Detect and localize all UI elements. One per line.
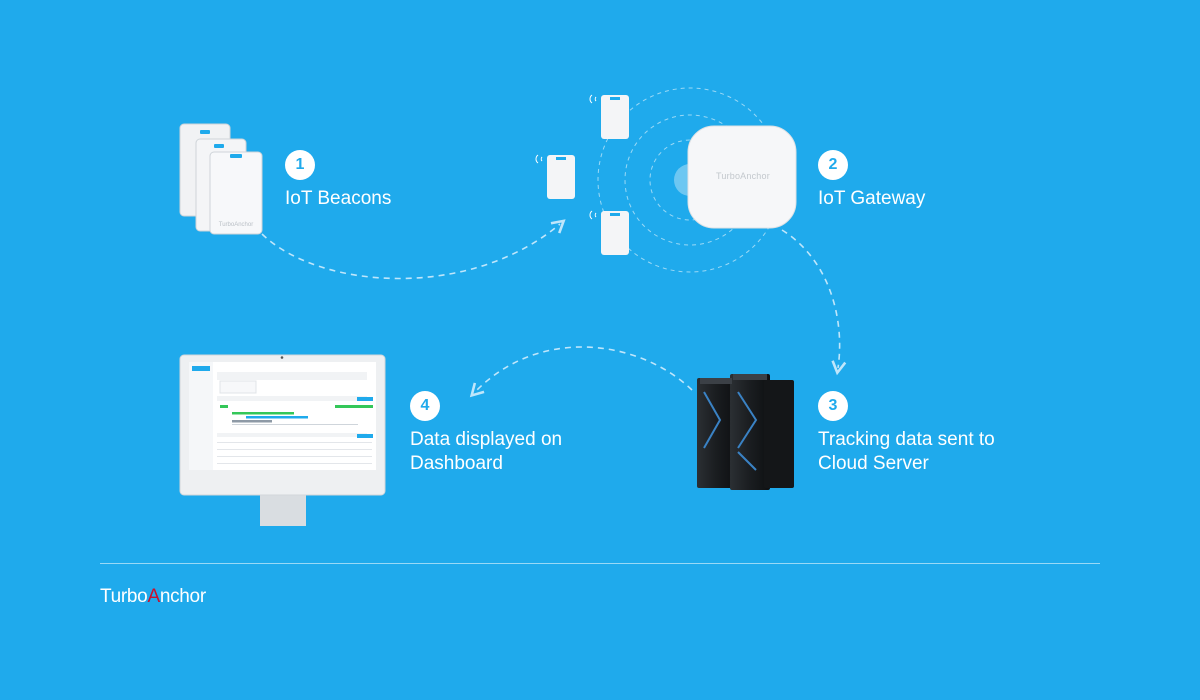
- brand-logo-part-2: A: [147, 586, 160, 607]
- footer-divider: [100, 563, 1100, 564]
- step-3-label-line-2: Cloud Server: [818, 453, 929, 474]
- step-3-badge: 3: [818, 391, 848, 421]
- brand-logo: TurboAnchor: [100, 586, 206, 608]
- step-1-badge: 1: [285, 150, 315, 180]
- step-4-label-line-2: Dashboard: [410, 453, 503, 474]
- iot-gateway-illustration: [687, 125, 797, 229]
- step-3-label: Tracking data sent to Cloud Server: [818, 428, 995, 476]
- step-2-badge: 2: [818, 150, 848, 180]
- cloud-server-illustration: [697, 374, 794, 490]
- step-4-label-line-1: Data displayed on: [410, 429, 563, 450]
- iot-beacons-illustration: TurboAnchor: [179, 123, 263, 235]
- dashboard-monitor-illustration: [179, 354, 386, 526]
- gateway-brand-text: TurboAnchor: [716, 171, 770, 181]
- tag-icons: [535, 94, 629, 255]
- step-4-badge: 4: [410, 391, 440, 421]
- step-2-label: IoT Gateway: [818, 188, 926, 209]
- connector-arrows: [261, 219, 847, 398]
- step-4-label: Data displayed on Dashboard: [410, 428, 562, 476]
- brand-logo-part-1: Turbo: [100, 586, 148, 607]
- step-3-label-line-1: Tracking data sent to: [818, 429, 995, 450]
- svg-text:TurboAnchor: TurboAnchor: [219, 222, 253, 228]
- brand-logo-part-3: nchor: [159, 586, 206, 607]
- step-1-label: IoT Beacons: [285, 188, 392, 209]
